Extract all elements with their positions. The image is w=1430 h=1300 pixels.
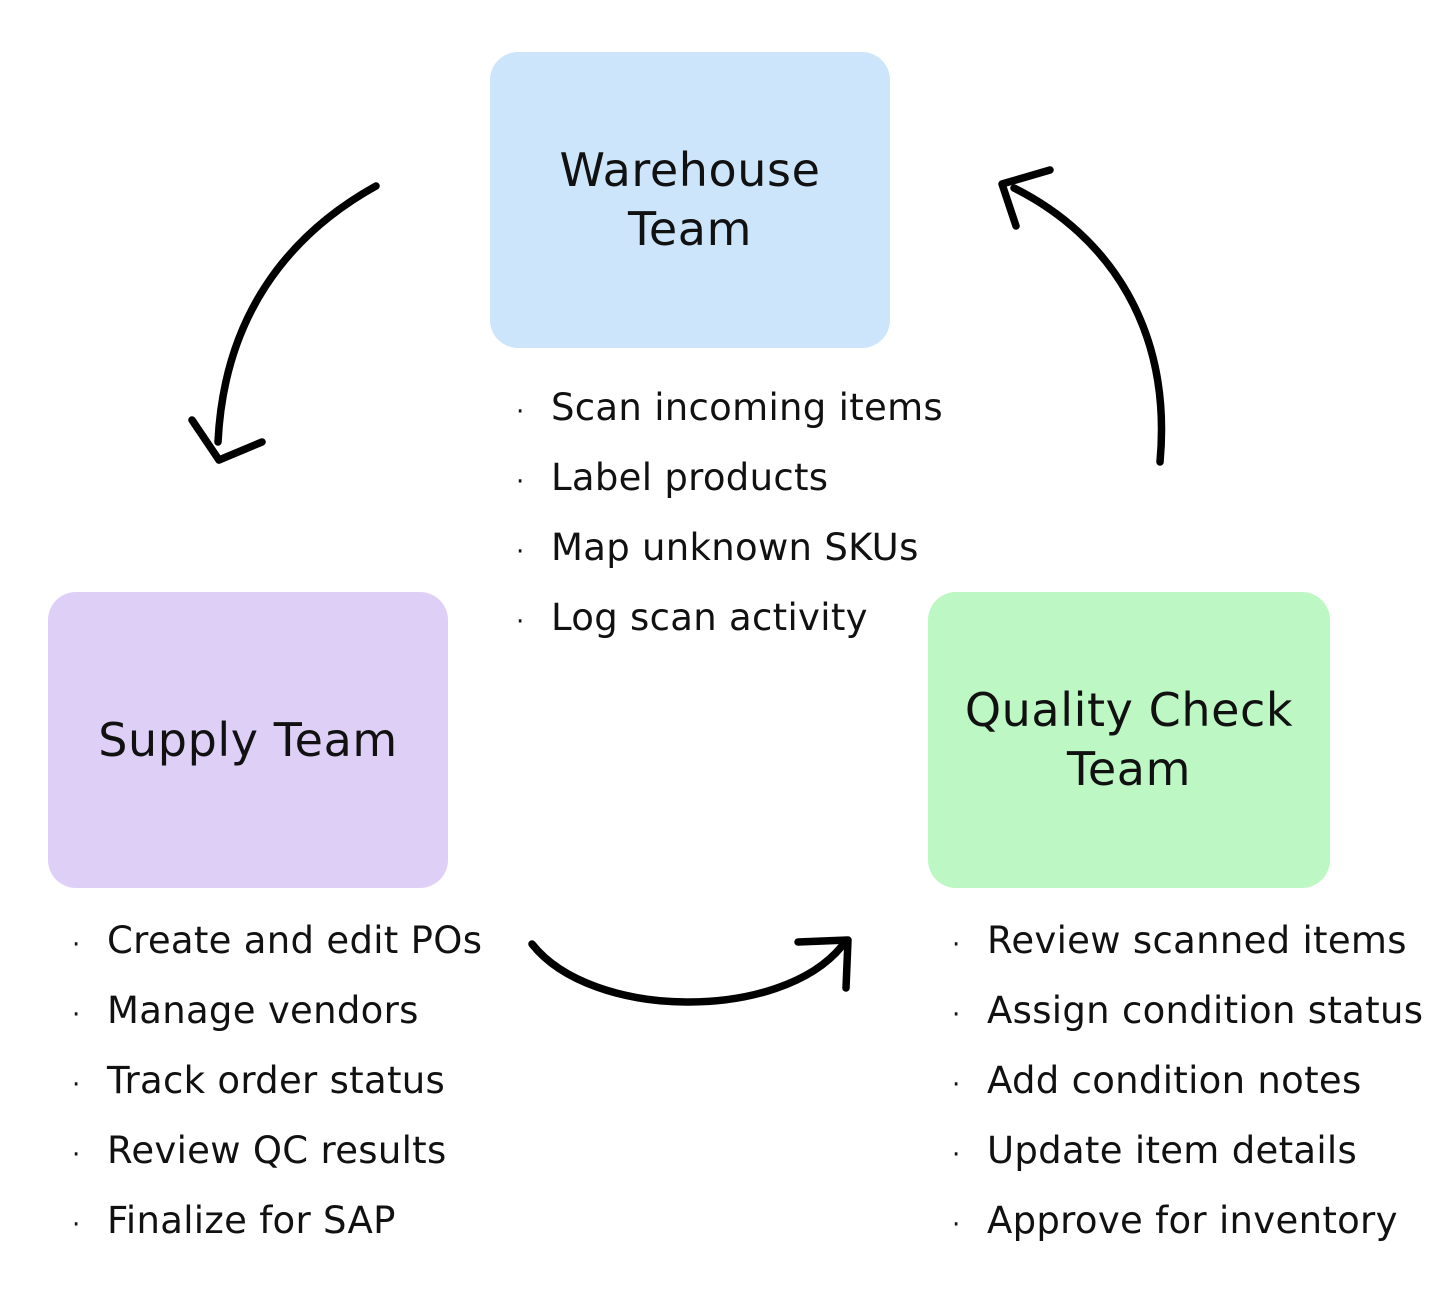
bullet-dot-icon: ·: [516, 537, 525, 567]
bullet-label: Add condition notes: [987, 1059, 1362, 1102]
bullet-dot-icon: ·: [952, 930, 961, 960]
bullet-dot-icon: ·: [516, 467, 525, 497]
bullet-label: Scan incoming items: [551, 386, 944, 429]
bullet-dot-icon: ·: [72, 1140, 81, 1170]
bullet-dot-icon: ·: [72, 1070, 81, 1100]
bullet-dot-icon: ·: [72, 930, 81, 960]
bullet-dot-icon: ·: [952, 1070, 961, 1100]
bullet-label: Approve for inventory: [987, 1199, 1398, 1242]
bullet-label: Map unknown SKUs: [551, 526, 919, 569]
bullet-label: Review scanned items: [987, 919, 1407, 962]
bullet-label: Update item details: [987, 1129, 1358, 1172]
arrow-supply-to-quality: [528, 936, 852, 1006]
bullet-dot-icon: ·: [516, 607, 525, 637]
list-item: · Manage vendors: [72, 978, 482, 1048]
list-item: · Label products: [516, 445, 943, 515]
node-title-supply-team: Supply Team: [98, 712, 398, 767]
bullet-label: Label products: [551, 456, 829, 499]
list-item: · Scan incoming items: [516, 375, 943, 445]
bullet-dot-icon: ·: [72, 1000, 81, 1030]
list-item: · Approve for inventory: [952, 1188, 1423, 1258]
node-title-quality-check-team: Quality Check Team: [964, 683, 1294, 796]
list-item: · Create and edit POs: [72, 908, 482, 978]
bullet-dot-icon: ·: [952, 1000, 961, 1030]
node-box-supply-team[interactable]: Supply Team: [48, 592, 448, 888]
list-item: · Review scanned items: [952, 908, 1423, 978]
node-box-quality-check-team[interactable]: Quality Check Team: [928, 592, 1330, 888]
list-item: · Finalize for SAP: [72, 1188, 482, 1258]
node-box-warehouse-team[interactable]: Warehouse Team: [490, 52, 890, 348]
bullet-dot-icon: ·: [72, 1210, 81, 1240]
bullet-label: Manage vendors: [107, 989, 419, 1032]
bullet-label: Log scan activity: [551, 596, 868, 639]
list-item: · Track order status: [72, 1048, 482, 1118]
node-title-warehouse-team: Warehouse Team: [559, 143, 821, 256]
bullet-dot-icon: ·: [516, 397, 525, 427]
bullet-label: Finalize for SAP: [107, 1199, 396, 1242]
arrow-warehouse-to-supply: [188, 182, 380, 464]
list-item: · Assign condition status: [952, 978, 1423, 1048]
bullet-list-supply-team: · Create and edit POs · Manage vendors ·…: [72, 908, 482, 1258]
list-item: · Update item details: [952, 1118, 1423, 1188]
list-item: · Review QC results: [72, 1118, 482, 1188]
arrow-quality-to-warehouse: [998, 166, 1166, 466]
bullet-list-warehouse-team: · Scan incoming items · Label products ·…: [516, 375, 943, 655]
bullet-dot-icon: ·: [952, 1140, 961, 1170]
list-item: · Map unknown SKUs: [516, 515, 943, 585]
bullet-label: Review QC results: [107, 1129, 447, 1172]
list-item: · Log scan activity: [516, 585, 943, 655]
bullet-label: Track order status: [107, 1059, 446, 1102]
bullet-list-quality-check-team: · Review scanned items · Assign conditio…: [952, 908, 1423, 1258]
bullet-dot-icon: ·: [952, 1210, 961, 1240]
list-item: · Add condition notes: [952, 1048, 1423, 1118]
bullet-label: Create and edit POs: [107, 919, 483, 962]
bullet-label: Assign condition status: [987, 989, 1424, 1032]
